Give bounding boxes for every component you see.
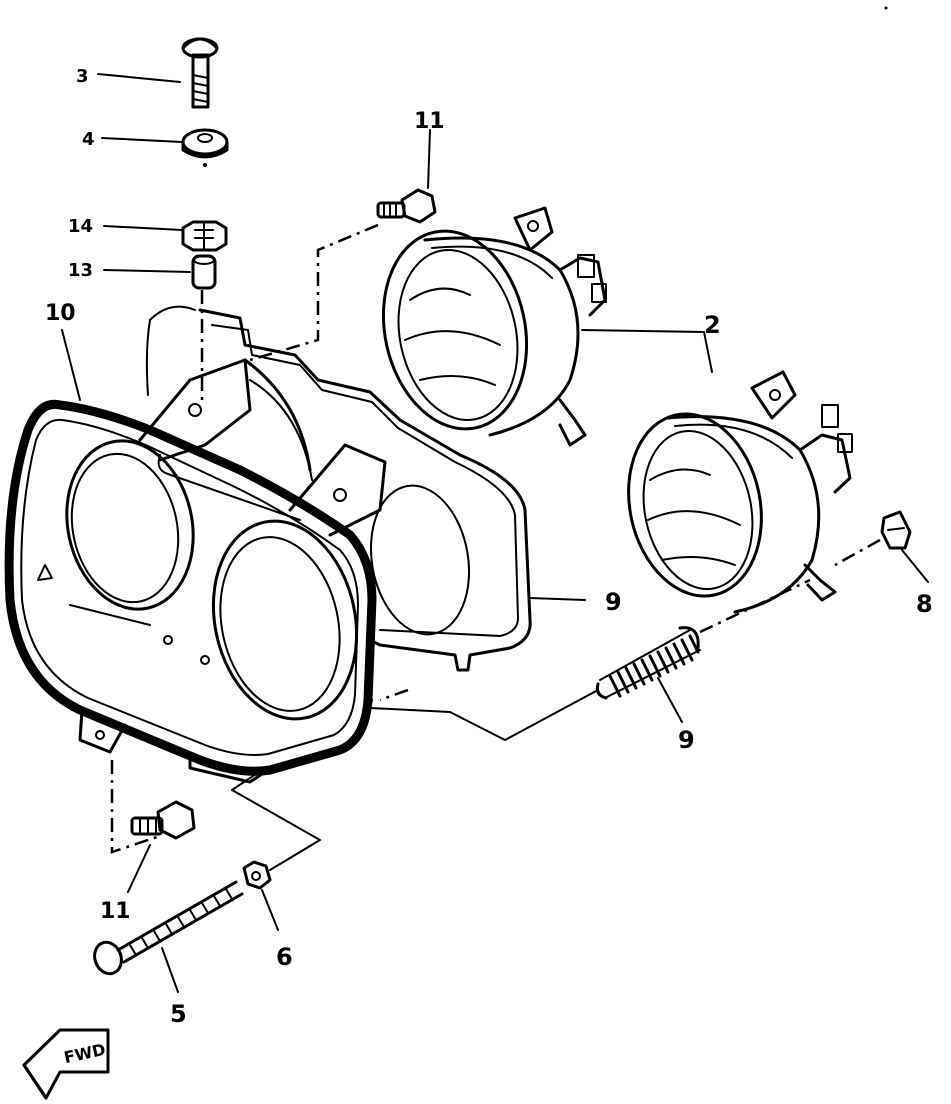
leader-8 [901, 549, 929, 583]
label-7: 9 [678, 726, 695, 754]
label-11-top: 11 [414, 109, 445, 134]
label-10: 10 [45, 301, 76, 326]
headlight-unit-part-2-upper [381, 206, 607, 447]
label-9: 9 [605, 588, 622, 616]
label-3: 3 [76, 66, 89, 87]
leader-4 [101, 137, 183, 143]
leader-14 [103, 225, 183, 231]
headlight-housing-part-10 [4, 305, 387, 784]
screw-part-3 [181, 37, 219, 109]
label-13: 13 [68, 260, 93, 281]
leader-3 [97, 73, 181, 83]
label-14: 14 [68, 216, 93, 237]
leader-2 [581, 329, 713, 373]
leader-11-top [427, 129, 431, 189]
leader-11-bottom [127, 844, 151, 893]
fwd-arrow-icon: FWD [22, 1028, 110, 1100]
spring-part-7 [595, 626, 701, 700]
clip-nut-part-8 [880, 510, 912, 550]
nut-part-14 [181, 220, 228, 252]
leader-10 [61, 329, 81, 401]
gasket-plate-part-9 [198, 308, 532, 672]
bolt-part-11-top [376, 188, 437, 224]
label-11-bottom: 11 [100, 899, 131, 924]
washer-part-4 [181, 128, 229, 167]
collar-part-13 [191, 254, 217, 290]
label-4: 4 [82, 129, 95, 150]
label-5: 5 [170, 1000, 187, 1028]
leader-5 [161, 947, 179, 993]
long-bolt-part-5 [93, 880, 244, 976]
leader-6 [261, 889, 279, 931]
headlight-unit-part-2-lower [627, 370, 853, 614]
label-2: 2 [704, 311, 721, 339]
nut-part-6 [242, 860, 272, 890]
label-6: 6 [276, 943, 293, 971]
fwd-label: FWD [62, 1040, 107, 1067]
bolt-part-11-bottom [130, 800, 196, 840]
leader-13 [103, 269, 191, 273]
label-8: 8 [916, 590, 933, 618]
leader-7 [657, 677, 683, 723]
leader-9 [529, 597, 586, 601]
